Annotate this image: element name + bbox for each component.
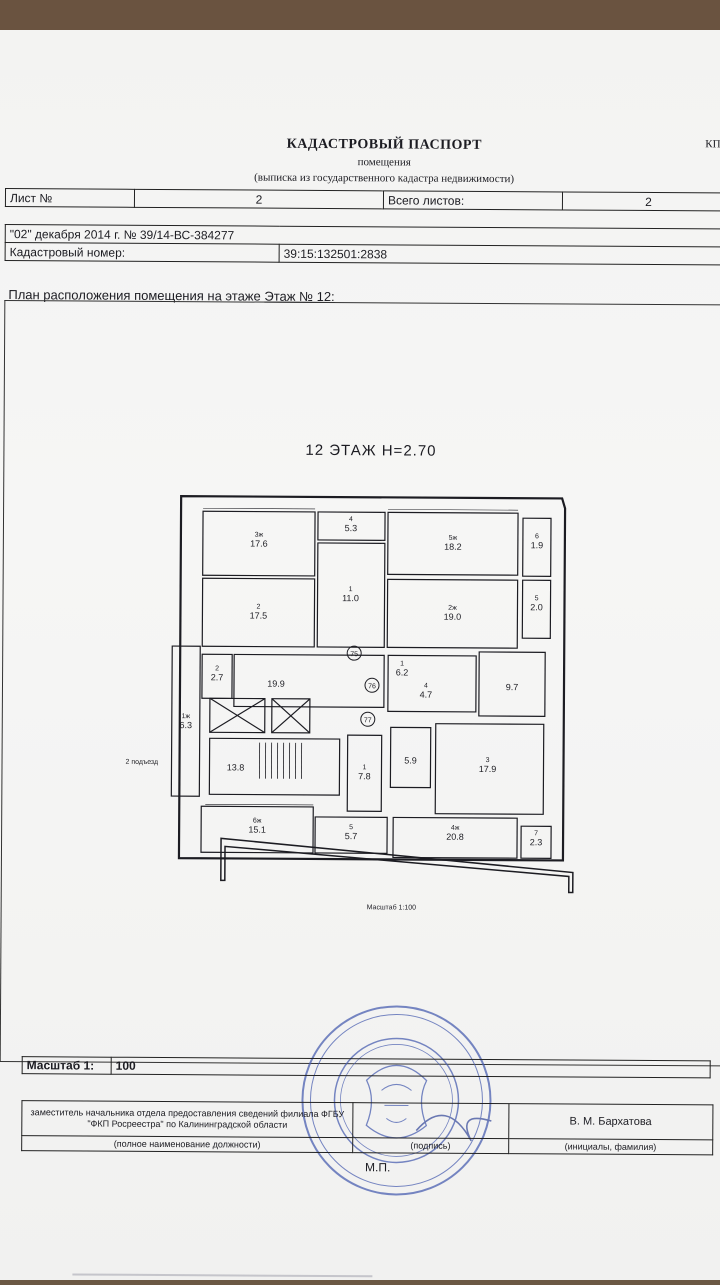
- room-number: 6ж: [253, 818, 262, 825]
- room-number: 2: [215, 665, 219, 672]
- room-number: 4: [424, 683, 428, 690]
- room-number: 1: [400, 660, 404, 667]
- sheet-info-table: Лист № 2 Всего листов: 2: [5, 188, 720, 211]
- cadastral-number-value: 39:15:132501:2838: [279, 244, 720, 265]
- document-sheet: КАДАСТРОВЫЙ ПАСПОРТ помещения (выписка и…: [0, 30, 720, 1280]
- corner-code: КП: [705, 138, 720, 150]
- plan-marker: 76: [368, 683, 376, 690]
- document-subtitle-object: помещения: [0, 154, 720, 171]
- signature-table: заместитель начальника отдела предоставл…: [21, 1100, 713, 1155]
- signatory-name: В. М. Бархатова: [508, 1104, 713, 1140]
- room-area: 9.7: [506, 682, 519, 692]
- room-area: 6.2: [396, 667, 409, 677]
- plan-side-note: 2 подъезд: [126, 759, 159, 766]
- room-area: 18.2: [444, 542, 462, 552]
- room-area: 2.7: [211, 672, 224, 682]
- signature-field: [353, 1103, 509, 1139]
- room-number: 3ж: [255, 532, 264, 539]
- room-number: 5: [349, 824, 353, 831]
- room-area: 19.0: [444, 612, 462, 622]
- plan-marker: 75: [350, 651, 358, 658]
- document-title: КАДАСТРОВЫЙ ПАСПОРТ: [0, 135, 720, 156]
- official-stamp: [296, 1000, 497, 1201]
- room-area: 20.8: [446, 832, 464, 842]
- room-number: 6: [535, 533, 539, 540]
- room-area: 17.5: [250, 611, 268, 621]
- room-number: 1: [363, 764, 367, 771]
- plan-marker: 77: [364, 717, 372, 724]
- room-area: 6.3: [179, 720, 192, 730]
- bottom-edge-line: [72, 1273, 372, 1277]
- caption-signature: (подпись): [353, 1138, 509, 1154]
- scale-label: Масштаб 1:: [22, 1057, 111, 1075]
- cadastral-number-label: Кадастровый номер:: [5, 243, 279, 263]
- seal-place-label: М.П.: [365, 1160, 390, 1174]
- room-area: 5.3: [345, 523, 358, 533]
- sheet-number-value: 2: [134, 189, 383, 209]
- caption-initials: (инициалы, фамилия): [508, 1139, 713, 1155]
- floor-plan-drawing: 75 76 77 3ж17.6217.545.3111.05ж18.22ж19.…: [165, 466, 588, 909]
- total-sheets-value: 2: [562, 192, 720, 211]
- room-area: 7.8: [358, 771, 371, 781]
- room-number: 3: [486, 757, 490, 764]
- room-area: 1.9: [531, 540, 544, 550]
- room-area: 15.1: [248, 825, 266, 835]
- room-area: 17.9: [479, 764, 497, 774]
- room-number: 4: [349, 516, 353, 523]
- scale-value: 100: [111, 1057, 710, 1078]
- room-area: 4.7: [420, 690, 433, 700]
- caption-position: (полное наименование должности): [22, 1136, 353, 1153]
- plan-scale-note: Масштаб 1:100: [367, 904, 416, 911]
- document-subtitle-extract: (выписка из государственного кадастра не…: [0, 170, 720, 187]
- room-area: 5.9: [404, 755, 417, 765]
- room-number: 5ж: [449, 535, 458, 542]
- scale-table: Масштаб 1: 100: [22, 1056, 711, 1078]
- room-area: 5.7: [345, 831, 358, 841]
- room-area: 11.0: [342, 593, 359, 603]
- total-sheets-label: Всего листов:: [383, 191, 562, 210]
- room-number: 7: [534, 830, 538, 837]
- floor-title: 12 ЭТАЖ Н=2.70: [305, 442, 436, 460]
- room-number: 2: [257, 604, 261, 611]
- room-number: 1ж: [181, 713, 190, 720]
- room-number: 5: [535, 595, 539, 602]
- room-area: 19.9: [267, 679, 285, 689]
- registration-table: "02" декабря 2014 г. № 39/14-ВС-384277 К…: [5, 224, 720, 265]
- sheet-number-label: Лист №: [5, 189, 134, 208]
- room-area: 2.0: [530, 602, 543, 612]
- room-number: 4ж: [451, 825, 460, 832]
- room-area: 13.8: [227, 762, 245, 772]
- room-number: 1: [349, 586, 353, 593]
- signatory-position: заместитель начальника отдела предоставл…: [22, 1101, 353, 1138]
- room-number: 2ж: [448, 605, 457, 612]
- room-area: 17.6: [250, 539, 268, 549]
- room-area: 2.3: [530, 837, 543, 847]
